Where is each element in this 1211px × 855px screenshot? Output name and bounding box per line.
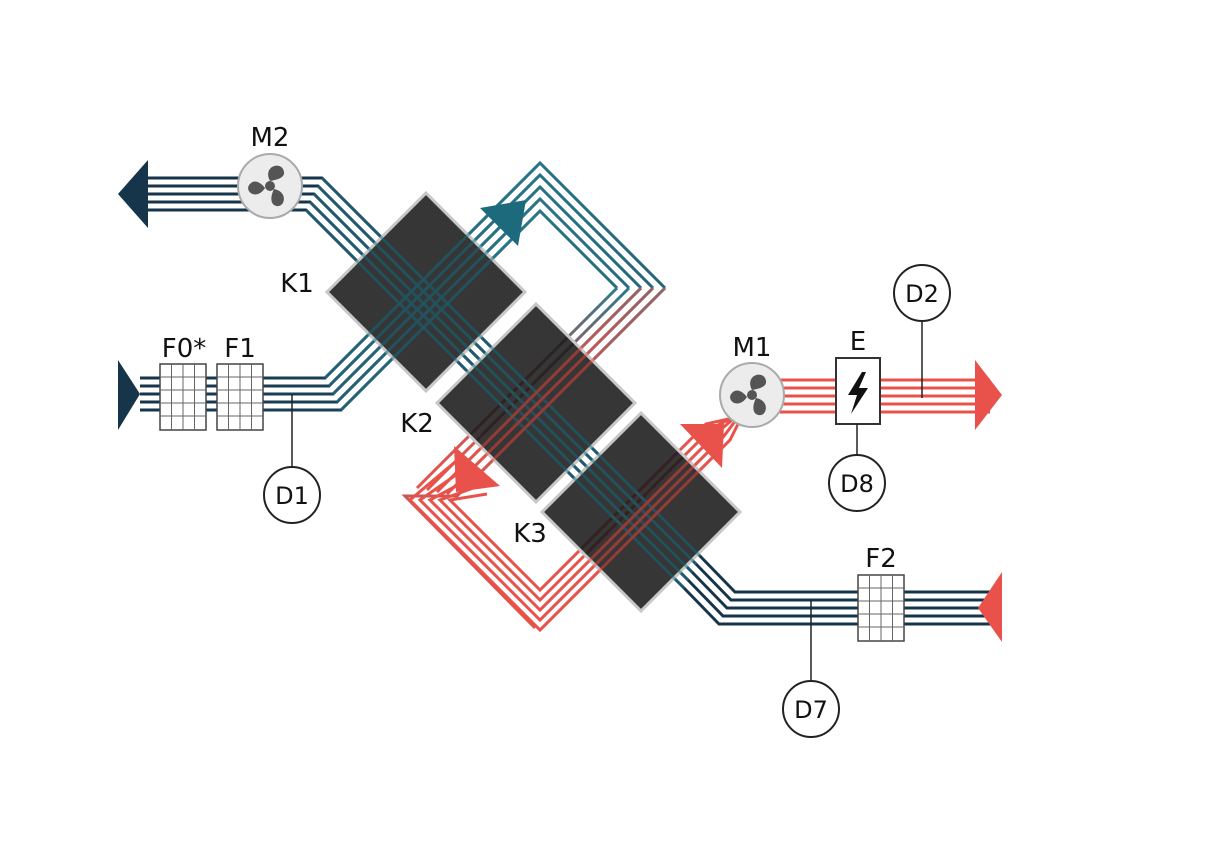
filter-f0	[159, 363, 207, 431]
arrow-supply-right-icon	[975, 360, 1002, 430]
fan-icon	[730, 374, 767, 416]
sensor-d2	[893, 264, 951, 398]
arrow-teal-up-icon	[480, 200, 526, 246]
label-f0: F0*	[162, 334, 207, 364]
arrow-extract-in-icon	[978, 572, 1002, 642]
label-k1: K1	[280, 269, 314, 299]
label-f1: F1	[224, 334, 256, 364]
fan-m1	[719, 362, 785, 428]
sensor-d7-label: D7	[794, 696, 828, 724]
sensor-d1-label: D1	[275, 482, 309, 510]
label-e: E	[850, 327, 866, 357]
sensor-d8	[828, 424, 886, 512]
arrow-outdoor-in-icon	[118, 360, 140, 430]
label-k3: K3	[513, 519, 547, 549]
label-m2: M2	[251, 123, 290, 153]
heat-exchanger-k3	[539, 410, 743, 614]
sensor-d8-label: D8	[840, 470, 874, 498]
filter-f1	[216, 363, 264, 431]
fan-icon	[248, 165, 285, 207]
arrow-red-down-icon	[454, 446, 500, 492]
arrow-exhaust-left-icon	[118, 160, 148, 228]
fan-m2	[237, 153, 303, 219]
label-f2: F2	[865, 544, 897, 574]
sensor-d7	[782, 600, 840, 738]
heater-e	[835, 357, 881, 425]
sensor-d2-label: D2	[905, 280, 939, 308]
label-m1: M1	[733, 333, 772, 363]
arrow-red-up-icon	[680, 424, 724, 468]
lightning-bolt-icon	[848, 372, 868, 414]
sensor-d1	[263, 394, 321, 524]
filter-f2	[857, 574, 905, 642]
label-k2: K2	[400, 409, 434, 439]
